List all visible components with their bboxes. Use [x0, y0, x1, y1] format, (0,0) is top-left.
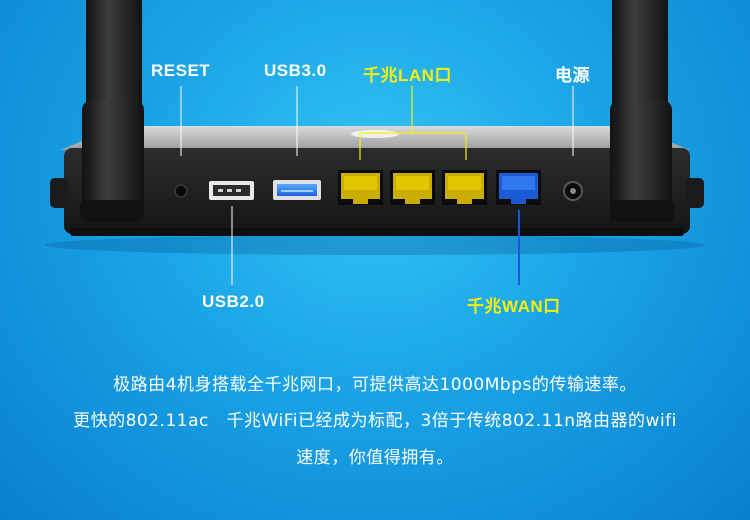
lan-port-3-icon: [442, 170, 487, 205]
side-knob-right: [686, 178, 704, 208]
logo-icon: [351, 130, 399, 138]
usb3-label: USB3.0: [264, 61, 327, 80]
reset-label: RESET: [151, 61, 211, 80]
antenna-left-icon: [80, 0, 144, 222]
usb2-port-icon: [209, 181, 254, 200]
router-bottom-edge: [70, 228, 684, 236]
reset-hole-icon[interactable]: [174, 184, 188, 198]
description-line-2: 更快的802.11ac 千兆WiFi已经成为标配，3倍于传统802.11n路由器…: [73, 411, 677, 431]
description-line-3: 速度，你值得拥有。: [296, 448, 454, 468]
power-jack-icon: [563, 181, 583, 201]
lan-callout-bracket: [359, 86, 467, 160]
wan-label: 千兆WAN口: [467, 297, 561, 316]
lan-port-1-icon: [338, 170, 383, 205]
lan-label: 千兆LAN口: [363, 66, 452, 85]
lan-port-2-icon: [390, 170, 435, 205]
description-line-1: 极路由4机身搭载全千兆网口，可提供高达1000Mbps的传输速率。: [113, 375, 637, 395]
usb3-port-icon: [273, 180, 321, 200]
usb2-label: USB2.0: [202, 292, 265, 311]
wan-port-icon: [496, 170, 541, 205]
callout-lines: [180, 86, 574, 285]
side-knob-left: [50, 178, 68, 208]
antenna-right-icon: [610, 0, 674, 222]
power-label: 电源: [555, 66, 590, 85]
router-shadow: [45, 235, 705, 255]
